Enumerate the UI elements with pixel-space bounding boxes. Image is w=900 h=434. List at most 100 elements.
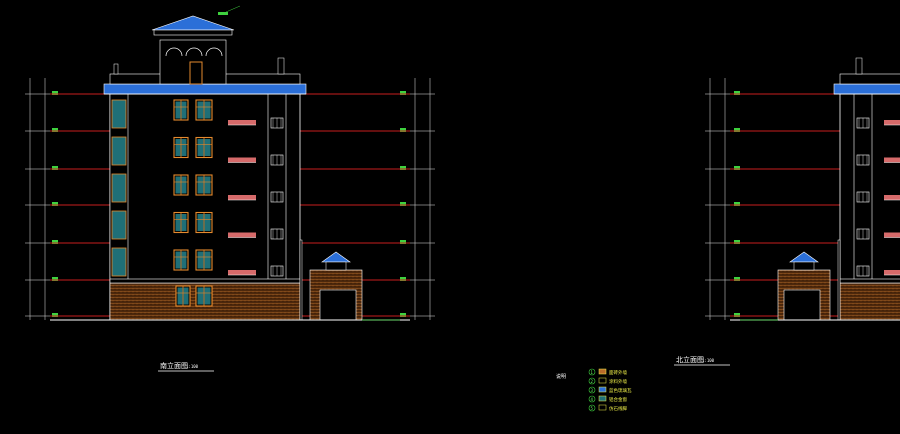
window-glass [181, 139, 187, 156]
level-marker [734, 128, 740, 132]
window-glass [181, 176, 187, 194]
level-marker [734, 202, 740, 206]
legend-number: 1 [591, 370, 594, 375]
annex-post [837, 239, 841, 321]
window-glass [175, 139, 181, 156]
base-band [109, 278, 301, 284]
north-elevation-title: 北立面图 1:100 [674, 355, 730, 366]
north-elevation [705, 6, 900, 321]
window-glass [197, 176, 204, 194]
chimney [855, 57, 863, 75]
annex-top [325, 261, 347, 271]
level-marker [734, 277, 740, 281]
window-glass [181, 251, 187, 269]
level-marker [52, 91, 58, 95]
balcony-slab [884, 157, 900, 163]
legend-number: 5 [591, 406, 594, 411]
legend-label: 涂料外墙 [609, 378, 627, 385]
level-marker [400, 166, 406, 170]
annex-top [793, 261, 815, 271]
base-band [839, 278, 900, 284]
legend-number: 3 [591, 388, 594, 393]
level-marker [52, 128, 58, 132]
level-marker [734, 240, 740, 244]
level-marker [400, 128, 406, 132]
annotation-mark [218, 12, 228, 15]
window-glass [204, 176, 211, 194]
annex-post [299, 239, 303, 321]
parapet [839, 73, 900, 85]
window-glass [204, 214, 211, 231]
pavilion-eave [153, 29, 233, 36]
annex-opening [319, 289, 357, 321]
level-marker [734, 166, 740, 170]
balcony-slab [884, 195, 900, 200]
stair-window [111, 173, 127, 203]
balcony-slab [884, 270, 900, 275]
north-elevation-title-text: 北立面图 [676, 355, 704, 364]
legend-number: 4 [591, 397, 594, 402]
level-marker [52, 166, 58, 170]
annex-opening [783, 289, 821, 321]
legend-marker [588, 368, 596, 376]
legend-marker [588, 386, 596, 394]
window-glass [204, 101, 211, 119]
window-glass [175, 214, 181, 231]
stair-window [111, 210, 127, 240]
legend-label: 铝合金窗 [609, 396, 627, 403]
level-marker [52, 277, 58, 281]
balcony-slab [228, 232, 256, 238]
legend-label: 面砖外墙 [609, 369, 627, 376]
legend-swatch [598, 368, 607, 375]
brick-base [839, 282, 900, 321]
balcony-slab [884, 120, 900, 125]
legend-marker [588, 404, 596, 412]
window-glass [197, 251, 204, 269]
level-marker [52, 313, 58, 317]
level-marker [52, 202, 58, 206]
legend-heading: 说明 [556, 373, 566, 380]
window-glass [197, 287, 204, 305]
stair-window [111, 247, 127, 277]
legend-swatch [598, 404, 607, 411]
window-glass [204, 251, 211, 269]
legend-label: 蓝色琉璃瓦 [609, 387, 632, 394]
legend-swatch [598, 395, 607, 402]
south-elevation-title: 南立面图 1:100 [158, 361, 214, 372]
window-glass [204, 287, 211, 305]
window-glass [197, 139, 204, 156]
stair-window [111, 99, 127, 129]
pavilion-door [189, 61, 203, 85]
window-glass [175, 101, 181, 119]
balcony-slab [228, 157, 256, 163]
legend-label: 仿石线脚 [609, 405, 627, 412]
window-glass [175, 176, 181, 194]
north-elevation-scale: 1:100 [702, 358, 715, 363]
legend-swatch [598, 377, 607, 384]
chimney [113, 63, 119, 75]
balcony-slab [884, 232, 900, 238]
balcony-slab [228, 195, 256, 200]
pavilion-arch [185, 47, 203, 57]
chimney [277, 57, 285, 75]
level-marker [400, 313, 406, 317]
level-marker [400, 277, 406, 281]
window-glass [181, 101, 187, 119]
south-elevation [25, 5, 435, 321]
window-glass [177, 287, 183, 305]
window-glass [197, 214, 204, 231]
window-glass [181, 214, 187, 231]
roof-cornice [103, 83, 307, 95]
window-glass [175, 251, 181, 269]
level-marker [734, 91, 740, 95]
window-glass [197, 101, 204, 119]
window-glass [183, 287, 189, 305]
legend-marker [588, 395, 596, 403]
legend-marker [588, 377, 596, 385]
balcony-slab [228, 120, 256, 125]
level-marker [400, 91, 406, 95]
level-marker [52, 240, 58, 244]
pavilion-arch [205, 47, 223, 57]
